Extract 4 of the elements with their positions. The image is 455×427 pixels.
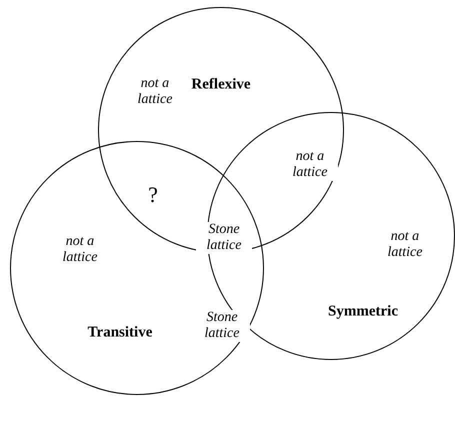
set-name: Transitive — [88, 324, 152, 342]
region-label: Stone lattice — [196, 222, 252, 254]
set-name: Symmetric — [328, 304, 398, 320]
set-name: Reflexive — [191, 76, 251, 94]
